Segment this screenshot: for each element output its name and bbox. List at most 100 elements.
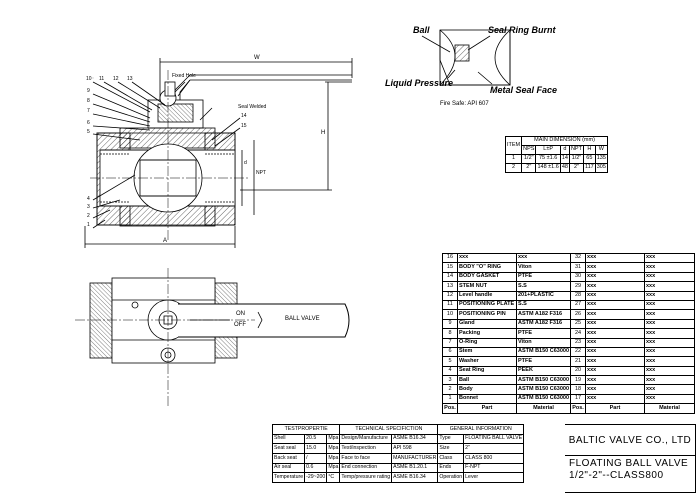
bom-cell: ASTM B150 C63000 bbox=[515, 384, 572, 395]
bom-cell: 31 bbox=[570, 262, 587, 273]
bom-header-part-2: Part bbox=[585, 403, 645, 415]
bom-cell: 201+PLASTIC bbox=[515, 290, 572, 301]
main-dimension-table: ITEM MAIN DIMENSION (mm) NPS L±P d NPT H… bbox=[504, 136, 608, 173]
spec-header-technical: TECHNICAL SPECIFICTION bbox=[339, 424, 439, 435]
bom-cell: Seat Ring bbox=[456, 365, 517, 377]
bom-cell: xxx bbox=[643, 309, 696, 320]
spec-cell: -29~200 bbox=[304, 472, 328, 484]
bom-cell: 15 bbox=[442, 262, 458, 273]
dim-header-npt: NPT bbox=[568, 145, 584, 155]
spec-cell: ASME B1.20.1 bbox=[391, 462, 439, 474]
bom-cell: Body bbox=[456, 384, 517, 395]
bom-cell: 13 bbox=[442, 281, 458, 292]
callout-metal-seal-face: Metal Seal Face bbox=[490, 85, 558, 95]
bom-cell: xxx bbox=[643, 365, 696, 377]
dimension-h-label: H bbox=[321, 130, 326, 136]
balloon-1: 1 bbox=[87, 222, 90, 228]
spec-cell: MANUFACTURER bbox=[391, 453, 439, 464]
bom-cell: xxx bbox=[585, 299, 645, 311]
company-name: BALTIC VALVE CO., LTD bbox=[565, 425, 695, 456]
bom-cell: ASTM B150 C63000 bbox=[515, 346, 572, 358]
top-view bbox=[75, 268, 350, 408]
callout-liquid-pressure: Liquid Pressure bbox=[385, 78, 454, 88]
bom-cell: Viton bbox=[515, 337, 572, 348]
spec-cell: Mpa bbox=[326, 453, 341, 464]
spec-cell: API 598 bbox=[391, 443, 439, 455]
bom-cell: xxx bbox=[643, 281, 696, 292]
bom-cell: Level handle bbox=[456, 290, 517, 301]
bom-cell: xxx bbox=[585, 262, 645, 273]
dim-cell: 14 bbox=[559, 154, 570, 164]
bom-cell: ASTM A182 F316 bbox=[515, 318, 572, 330]
bom-cell: 11 bbox=[442, 299, 458, 311]
dim-cell: 2 bbox=[504, 163, 523, 173]
dim-header-w: W bbox=[594, 145, 608, 155]
spec-cell: Ends bbox=[437, 462, 465, 474]
bom-cell: 6 bbox=[442, 346, 458, 358]
bom-cell: xxx bbox=[585, 309, 645, 320]
bom-cell: xxx bbox=[643, 356, 696, 367]
spec-cell: Lever bbox=[463, 472, 525, 484]
bom-cell: 17 bbox=[570, 393, 587, 405]
bom-cell: 1 bbox=[442, 393, 458, 405]
bom-header-row: Pos. Part Material Pos. Part Material bbox=[442, 403, 696, 415]
spec-cell: Mpa bbox=[326, 443, 341, 455]
balloon-5: 5 bbox=[87, 129, 90, 135]
bom-cell: 30 bbox=[570, 271, 587, 283]
balloon-7: 7 bbox=[87, 108, 90, 114]
bom-cell: 29 bbox=[570, 281, 587, 292]
bom-cell: xxx bbox=[515, 252, 572, 264]
bom-cell: xxx bbox=[643, 328, 696, 339]
bom-cell: xxx bbox=[585, 252, 645, 264]
handle-on-label: ON bbox=[236, 311, 245, 317]
dim-cell: 305 bbox=[594, 163, 608, 173]
bom-cell: 14 bbox=[442, 271, 458, 283]
spec-cell: 20.5 bbox=[304, 433, 328, 445]
spec-cell: Operation bbox=[437, 472, 465, 484]
spec-cell: End connection bbox=[339, 462, 393, 474]
spec-cell: 15.0 bbox=[304, 443, 328, 455]
dimension-d-label: d bbox=[244, 160, 247, 166]
bom-cell: xxx bbox=[643, 271, 696, 283]
bom-cell: xxx bbox=[643, 384, 696, 395]
balloon-14: 14 bbox=[241, 113, 247, 119]
balloon-10: 10 bbox=[86, 76, 92, 82]
label-seal-welded: Seal Welded bbox=[238, 104, 267, 110]
balloon-4: 4 bbox=[87, 196, 90, 202]
bom-cell: PTFE bbox=[515, 356, 572, 367]
bom-header-material-2: Material bbox=[643, 403, 696, 415]
dim-cell: 2" bbox=[521, 163, 537, 173]
bom-cell: 8 bbox=[442, 328, 458, 339]
product-title: FLOATING BALL VALVE 1/2"-2"--CLASS800 bbox=[569, 458, 688, 482]
balloon-12: 12 bbox=[113, 76, 119, 82]
spec-cell: Mpa bbox=[326, 433, 341, 445]
bom-cell: xxx bbox=[585, 318, 645, 330]
bom-cell: xxx bbox=[585, 393, 645, 405]
balloon-6: 6 bbox=[87, 120, 90, 126]
section-view bbox=[84, 58, 353, 248]
bom-cell: 22 bbox=[570, 346, 587, 358]
bom-cell: xxx bbox=[585, 290, 645, 301]
bom-cell: BODY GASKET bbox=[456, 271, 517, 283]
bom-cell: Viton bbox=[515, 262, 572, 273]
bom-cell: 24 bbox=[570, 328, 587, 339]
bom-cell: 19 bbox=[570, 375, 587, 386]
bom-cell: xxx bbox=[585, 271, 645, 283]
spec-cell: ASME B16.34 bbox=[391, 433, 439, 445]
bom-cell: xxx bbox=[643, 290, 696, 301]
dim-cell: 148 ±1.6 bbox=[535, 163, 561, 173]
